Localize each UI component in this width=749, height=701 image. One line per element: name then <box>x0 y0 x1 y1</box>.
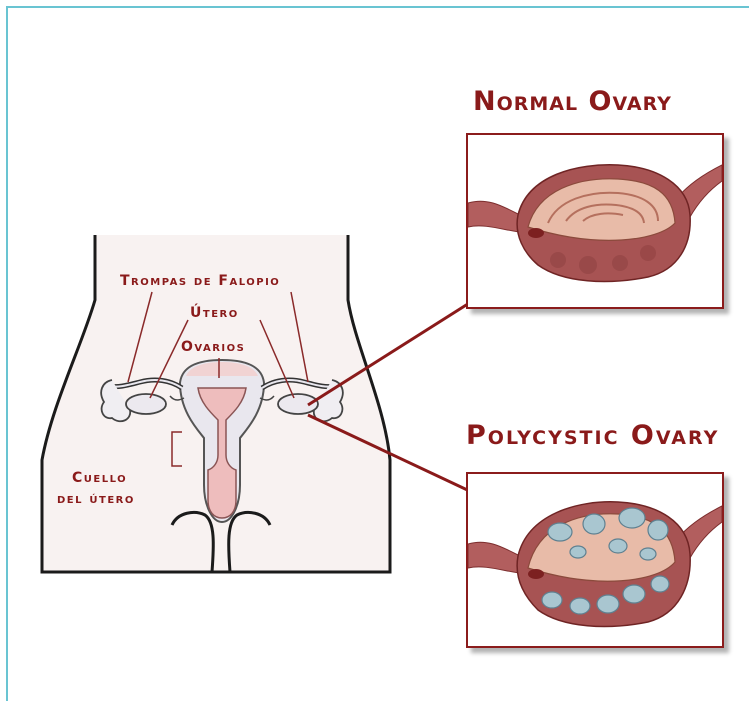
label-fallopian-tubes: Trompas de Falopio <box>120 273 280 289</box>
cyst <box>648 520 668 540</box>
normal-ovary-heading: Normal Ovary <box>473 86 672 117</box>
label-cervix-line1: Cuello <box>72 470 127 486</box>
cyst <box>597 595 619 613</box>
label-uterus: Útero <box>190 303 239 321</box>
cyst <box>640 548 656 560</box>
cyst <box>548 523 572 541</box>
left-ovary <box>126 394 166 414</box>
normal-ovary-panel <box>466 133 724 309</box>
cyst <box>623 585 645 603</box>
cyst <box>542 592 562 608</box>
polycystic-ovary-heading: Polycystic Ovary <box>466 420 719 451</box>
cyst <box>570 546 586 558</box>
cyst <box>570 598 590 614</box>
cyst <box>583 514 605 534</box>
cyst <box>651 576 669 592</box>
polycystic-ovary-illustration <box>468 474 722 646</box>
normal-ovary-illustration <box>468 135 722 307</box>
label-ovaries: Ovarios <box>181 339 245 355</box>
cyst <box>619 508 645 528</box>
polycystic-ovary-panel <box>466 472 724 648</box>
cyst <box>609 539 627 553</box>
label-cervix-line2: del útero <box>57 491 135 507</box>
